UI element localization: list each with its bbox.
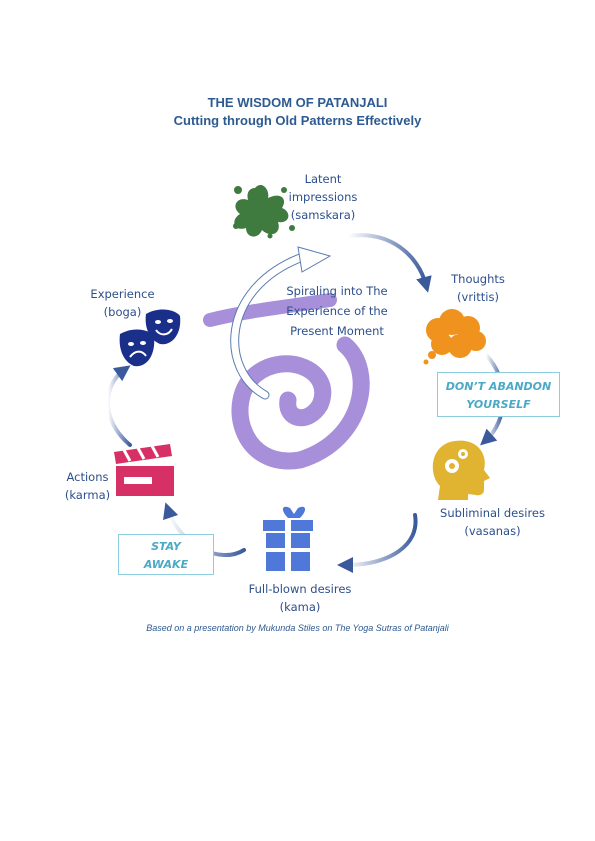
- arrow-vasanas-to-kama: [337, 513, 418, 573]
- head-gears-icon: [432, 440, 490, 500]
- arrow-samskara-to-vrittis: [346, 233, 432, 293]
- diagram-subtitle: Cutting through Old Patterns Effectively: [173, 113, 422, 128]
- diagram-title: THE WISDOM OF PATANJALI: [207, 95, 388, 110]
- gift-box-icon: [263, 506, 313, 571]
- node-boga-label: Experience (boga): [90, 287, 155, 319]
- node-samskara-label: Latent impressions (samskara): [288, 172, 358, 222]
- node-vasanas-label: Subliminal desires (vasanas): [440, 506, 545, 538]
- paint-splat-icon: [233, 185, 295, 239]
- callout-stay-awake: STAY AWAKE: [118, 534, 214, 575]
- theater-masks-icon: [119, 309, 181, 367]
- node-vrittis-label: Thoughts (vrittis): [451, 272, 505, 304]
- thought-cloud-icon: [423, 309, 486, 365]
- central-spiral: [203, 293, 370, 470]
- callout-dont-abandon: DON’T ABANDON YOURSELF: [437, 372, 560, 417]
- center-text: Spiraling into The Experience of the Pre…: [286, 284, 388, 338]
- credit-line: Based on a presentation by Mukunda Stile…: [146, 623, 449, 633]
- inner-hollow-arrow: [230, 246, 332, 400]
- node-kama-label: Full-blown desires (kama): [248, 582, 352, 614]
- clapperboard-icon: [114, 444, 174, 496]
- node-karma-label: Actions (karma): [64, 470, 111, 502]
- arrow-karma-to-boga: [105, 365, 132, 447]
